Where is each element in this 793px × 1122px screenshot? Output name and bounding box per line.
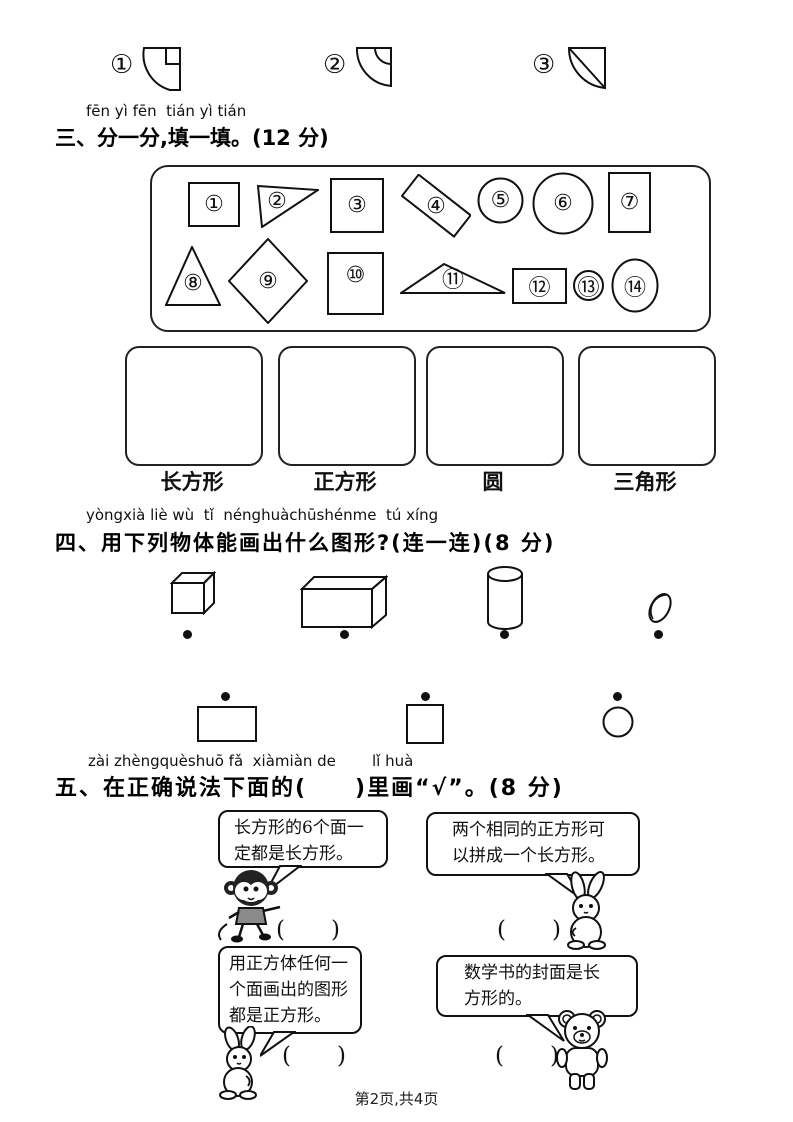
cylinder-object <box>487 566 523 630</box>
connect-dot-square[interactable] <box>421 692 430 701</box>
cube-object <box>170 571 216 615</box>
pool-shape-triangle: ② <box>257 182 319 228</box>
bubble-tail <box>526 1014 565 1042</box>
connect-dot-cube[interactable] <box>183 630 192 639</box>
shape-number: ⑦ <box>619 190 640 215</box>
shape-number: ⑭ <box>623 275 646 301</box>
pool-shape-triangle: ⑧ <box>165 246 221 306</box>
speech-bubble: 两个相同的正方形可以拼成一个长方形。 <box>426 812 640 876</box>
pool-shape-triangle: ⑪ <box>400 262 506 295</box>
shapes-pool-box <box>150 165 711 332</box>
option-number: ② <box>323 50 347 80</box>
egg-object <box>648 593 672 623</box>
pool-shape-circle: ⑥ <box>532 172 594 235</box>
page-number: 第2页,共4页 <box>354 1090 439 1108</box>
shape-number: ⑪ <box>441 267 464 293</box>
target-circle-shape <box>602 706 634 738</box>
section5-pinyin-right: lǐ huà <box>372 752 414 770</box>
speech-bubble: 数学书的封面是长方形的。 <box>436 955 638 1017</box>
shape-number: ⑬ <box>577 275 600 301</box>
pool-shape-circle: ⑭ <box>611 258 659 313</box>
quarter-fan-inner-arc-shape <box>355 47 392 88</box>
section5-title: 五、在正确说法下面的( )里画“√”。(8 分) <box>55 776 564 801</box>
pool-shape-rectangle: ⑫ <box>512 268 567 304</box>
answer-box-rectangle[interactable] <box>125 346 263 466</box>
bubble-tail <box>260 1031 296 1057</box>
pool-shape-circle: ⑬ <box>573 270 604 301</box>
answer-box-circle[interactable] <box>426 346 564 466</box>
bear-illustration <box>556 1010 608 1090</box>
connect-dot-egg[interactable] <box>654 630 663 639</box>
shape-number: ⑧ <box>183 270 203 296</box>
category-label: 圆 <box>482 469 504 494</box>
speech-bubble: 用正方体任何一个面画出的图形都是正方形。 <box>218 946 362 1034</box>
shape-number: ③ <box>347 193 367 218</box>
category-label: 长方形 <box>160 469 224 494</box>
section4-pinyin: yòngxià liè wù tǐ nénghuàchūshénme tú xí… <box>86 506 439 524</box>
section3-title: 三、分一分,填一填。(12 分) <box>55 126 329 150</box>
section3-pinyin: fēn yì fēn tián yì tián <box>86 102 247 120</box>
shape-number: ⑩ <box>345 263 366 288</box>
category-label: 正方形 <box>313 469 377 494</box>
pool-shape-rectangle: ⑦ <box>608 172 651 233</box>
option-number: ③ <box>532 50 556 80</box>
connect-dot-cylinder[interactable] <box>500 630 509 639</box>
rabbit-illustration <box>219 1026 257 1100</box>
answer-box-triangle[interactable] <box>578 346 716 466</box>
answer-box-square[interactable] <box>278 346 416 466</box>
shape-number: ① <box>204 192 224 217</box>
quarter-fan-chord-shape <box>567 47 606 90</box>
cuboid-object <box>300 575 388 629</box>
section5-pinyin-left: zài zhèngquèshuō fǎ xiàmiàn de <box>88 752 336 770</box>
shape-number: ② <box>267 188 287 214</box>
shape-number: ⑥ <box>553 191 573 216</box>
shape-number: ⑫ <box>528 276 551 301</box>
quarter-fan-square-notch-shape <box>142 47 181 91</box>
connect-dot-circle[interactable] <box>613 692 622 701</box>
shape-number: ⑨ <box>258 268 278 294</box>
section4-title: 四、用下列物体能画出什么图形?(连一连)(8 分) <box>55 531 556 555</box>
connect-dot-rectangle[interactable] <box>221 692 230 701</box>
pool-shape-circle: ⑤ <box>477 177 524 224</box>
shape-number: ⑤ <box>490 188 511 213</box>
speech-bubble: 长方形的6个面一定都是长方形。 <box>218 810 388 868</box>
category-label: 三角形 <box>613 469 677 494</box>
pool-shape-rotated-rectangle: ④ <box>401 174 471 238</box>
pool-shape-square: ⑩ <box>327 252 384 315</box>
answer-blank[interactable]: ( ) <box>282 1043 346 1069</box>
monkey-illustration <box>218 870 281 943</box>
answer-blank[interactable]: ( ) <box>495 1043 559 1069</box>
answer-blank[interactable]: ( ) <box>497 917 561 943</box>
pool-shape-diamond: ⑨ <box>228 238 308 324</box>
target-rectangle-shape <box>197 706 257 742</box>
rabbit-illustration <box>567 870 606 950</box>
shape-number: ④ <box>426 193 446 219</box>
answer-blank[interactable]: ( ) <box>276 917 340 943</box>
target-square-shape <box>406 704 444 744</box>
pool-shape-square: ③ <box>330 178 384 233</box>
connect-dot-cuboid[interactable] <box>340 630 349 639</box>
option-number: ① <box>110 50 134 80</box>
pool-shape-rectangle: ① <box>188 182 240 227</box>
